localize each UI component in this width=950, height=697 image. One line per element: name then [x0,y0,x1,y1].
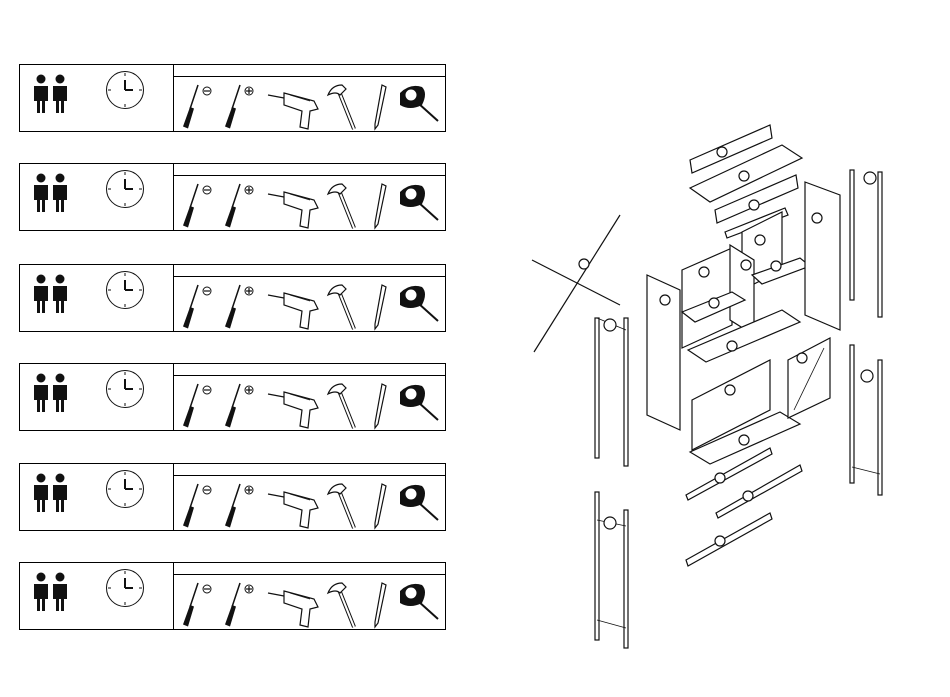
bottom-rails [686,448,802,566]
tool-panel [19,264,446,332]
two-person-icon [30,73,72,115]
tool-panel [19,163,446,231]
tape-measure-icon [396,180,442,230]
tools-box [173,563,445,629]
two-person-icon [30,372,72,414]
clock-icon [105,568,145,608]
tools-box [173,464,445,530]
tools-box [173,164,445,230]
clock-icon [105,369,145,409]
phillips-screwdriver-icon [218,480,258,530]
tape-measure-icon [396,380,442,430]
tool-panel [19,363,446,431]
cabinet-side-left [647,275,680,430]
left-frame-lower [595,492,628,648]
tools-divider [174,375,445,376]
hammer-icon [324,281,360,331]
pencil-icon [372,281,392,331]
tape-measure-icon [396,81,442,131]
right-frame-lower [850,345,882,495]
hammer-icon [324,81,360,131]
cabinet-door [788,338,830,418]
hammer-icon [324,480,360,530]
hammer-icon [324,380,360,430]
flat-screwdriver-icon [176,380,216,430]
two-person-icon [30,172,72,214]
tools-box [173,265,445,331]
flat-screwdriver-icon [176,579,216,629]
hammer-icon [324,180,360,230]
power-drill-icon [266,380,322,430]
pencil-icon [372,579,392,629]
clock-icon [105,70,145,110]
power-drill-icon [266,81,322,131]
tools-divider [174,276,445,277]
tool-panel [19,562,446,630]
tools-divider [174,76,445,77]
hammer-icon [324,579,360,629]
flat-screwdriver-icon [176,81,216,131]
pencil-icon [372,380,392,430]
power-drill-icon [266,579,322,629]
pencil-icon [372,480,392,530]
left-frame-upper [595,318,628,466]
tools-box [173,65,445,131]
phillips-screwdriver-icon [218,579,258,629]
tool-panel [19,463,446,531]
phillips-screwdriver-icon [218,81,258,131]
tape-measure-icon [396,480,442,530]
phillips-screwdriver-icon [218,180,258,230]
two-person-icon [30,571,72,613]
tools-divider [174,574,445,575]
tools-divider [174,175,445,176]
tools-divider [174,475,445,476]
pencil-icon [372,81,392,131]
flat-screwdriver-icon [176,281,216,331]
two-person-icon [30,472,72,514]
clock-icon [105,469,145,509]
flat-screwdriver-icon [176,480,216,530]
tools-box [173,364,445,430]
tape-measure-icon [396,579,442,629]
right-frame-upper [850,170,882,317]
cross-rods [532,215,620,352]
phillips-screwdriver-icon [218,380,258,430]
exploded-assembly-diagram [520,120,940,650]
clock-icon [105,169,145,209]
power-drill-icon [266,281,322,331]
two-person-icon [30,273,72,315]
top-boards [690,125,802,238]
pencil-icon [372,180,392,230]
power-drill-icon [266,480,322,530]
flat-screwdriver-icon [176,180,216,230]
cabinet-side-right [805,182,840,330]
tape-measure-icon [396,281,442,331]
phillips-screwdriver-icon [218,281,258,331]
tool-panel [19,64,446,132]
clock-icon [105,270,145,310]
power-drill-icon [266,180,322,230]
